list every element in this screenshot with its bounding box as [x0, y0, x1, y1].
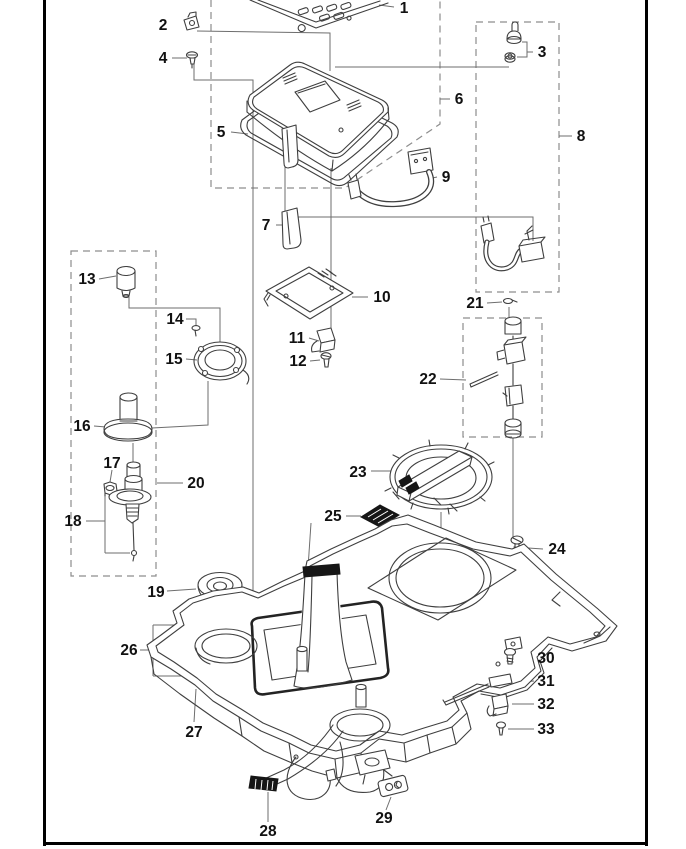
plug-part-13: [116, 265, 136, 299]
part-label-30: 30: [537, 650, 554, 667]
part-label-11: 11: [289, 330, 306, 347]
part-label-7: 7: [262, 217, 271, 234]
part-label-13: 13: [78, 271, 96, 288]
handle-part-9: [347, 147, 434, 208]
screw-part-33: [495, 721, 507, 736]
screw-part-30: [503, 647, 517, 665]
part-label-21: 21: [466, 295, 484, 312]
dashed-box-22: [462, 317, 543, 438]
part-label-29: 29: [375, 810, 393, 827]
part-label-18: 18: [64, 513, 82, 530]
part-label-28: 28: [259, 823, 277, 840]
part-labels: 1 2 3 4 5 6 7 8 9 10 11 12 13 14 15 16 1…: [64, 0, 585, 840]
bracket-part-11: [311, 327, 336, 353]
screw-part-4: [185, 51, 199, 69]
screw-part-21: [502, 297, 518, 305]
strap-end-cap: [248, 775, 279, 792]
dashed-box-8: [475, 21, 560, 293]
funnel-part-16: [103, 392, 153, 442]
bottom-bracket: [354, 749, 391, 776]
tank-body-part: [146, 514, 618, 800]
keypad-part: [249, 0, 389, 33]
part-label-20: 20: [187, 475, 204, 492]
part-label-31: 31: [537, 673, 555, 690]
rubber-strip-part-7: [281, 207, 302, 250]
screw-part-14: [191, 325, 201, 337]
button-part-3: [504, 21, 522, 63]
part-label-8: 8: [577, 128, 586, 145]
page-frame: [43, 0, 648, 846]
warning-label-part-25: [360, 504, 400, 528]
part-label-32: 32: [537, 696, 554, 713]
cover-latch-tab: [281, 124, 299, 169]
dashed-boxes: [70, 0, 560, 577]
cable-switch-part-8: [480, 215, 546, 272]
part-label-27: 27: [185, 724, 202, 741]
part-label-33: 33: [537, 721, 555, 738]
plate-part-10: [263, 266, 354, 320]
part-label-6: 6: [455, 91, 464, 108]
seal-frame: [250, 600, 390, 696]
chimney-cap: [302, 563, 341, 578]
part-label-9: 9: [442, 169, 451, 186]
part-label-22: 22: [419, 371, 436, 388]
part-label-19: 19: [147, 584, 165, 601]
clip-part-32: [486, 693, 509, 717]
part-label-1: 1: [400, 0, 409, 17]
part-label-24: 24: [548, 541, 566, 558]
strap-part-28: [248, 724, 344, 792]
part-label-3: 3: [538, 44, 547, 61]
screw-part-12: [320, 352, 332, 368]
frame-right: [645, 0, 648, 846]
part-label-15: 15: [165, 351, 183, 368]
clip-part-2: [183, 11, 200, 31]
chimney-fill: [294, 572, 352, 686]
dashed-box-20: [70, 250, 157, 577]
part-label-25: 25: [324, 508, 342, 525]
wire-loop: [286, 756, 331, 800]
part-label-4: 4: [159, 50, 168, 67]
part-label-26: 26: [120, 642, 138, 659]
level-sensor-part-18: [108, 461, 152, 562]
part-label-14: 14: [166, 311, 184, 328]
ce-label-plate-part-29: [377, 774, 409, 798]
display-cover-part: [246, 61, 390, 172]
valve-assembly-part-22: [469, 316, 527, 439]
dashed-box-6: [210, 0, 441, 189]
part-label-17: 17: [103, 455, 120, 472]
part-label-10: 10: [373, 289, 390, 306]
part-label-12: 12: [289, 353, 306, 370]
part-label-23: 23: [349, 464, 367, 481]
plate-part-31: [442, 673, 513, 706]
part-label-5: 5: [217, 124, 226, 141]
frame-left: [43, 0, 46, 846]
part-label-2: 2: [159, 17, 168, 34]
fuel-cap-part-23: [384, 439, 495, 515]
seal-ring-part-15: [193, 341, 250, 385]
frame-bottom: [43, 842, 648, 845]
part-label-16: 16: [73, 418, 91, 435]
